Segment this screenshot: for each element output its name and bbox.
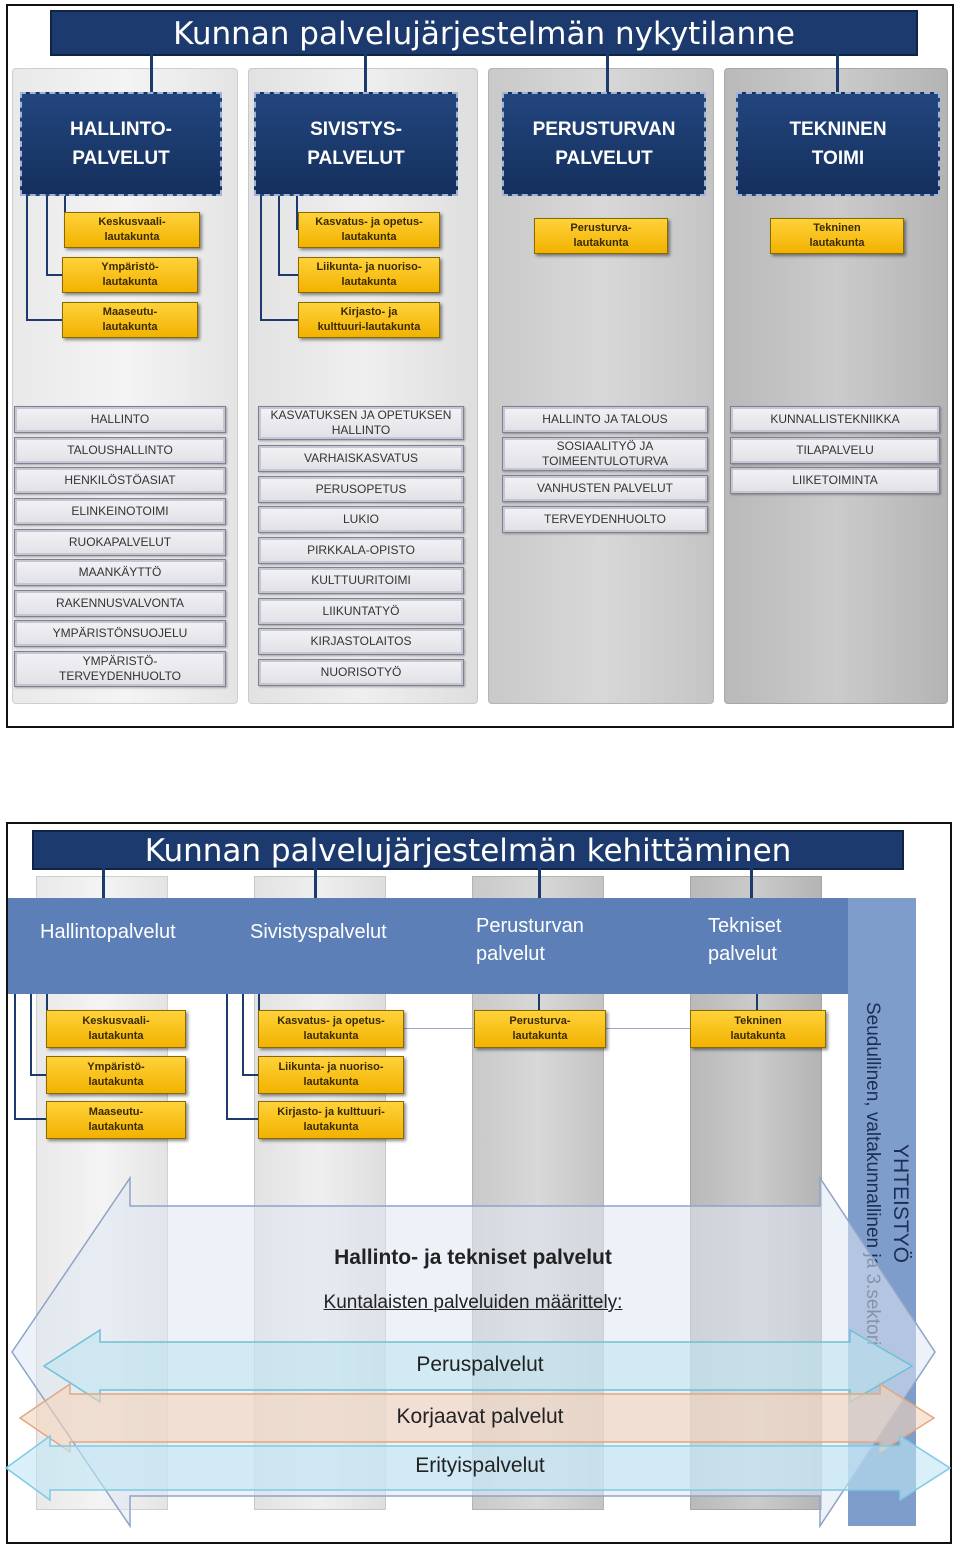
board-kasvatus-opetus: Kasvatus- ja opetus- lautakunta [258,1010,404,1048]
top-connector [364,54,367,92]
board-maaseutulautakunta: Maaseutu- lautakunta [46,1101,186,1139]
center-subtitle: Kuntalaisten palveluiden määrittely: [323,1292,623,1313]
service-item: LUKIO [258,506,464,533]
board-kirjasto-kulttuuri: Kirjasto- ja kulttuuri-lautakunta [298,302,440,338]
tree-line [756,994,758,1010]
label-korjaavat-palvelut: Korjaavat palvelut [396,1405,564,1428]
bottom-connector [750,868,753,898]
dept-hallintopalvelut: HALLINTO- PALVELUT [20,92,222,196]
service-item: VANHUSTEN PALVELUT [502,475,708,502]
board-ymparistolautakunta: Ympäristö- lautakunta [62,257,198,293]
tree-line [258,994,260,1024]
tree-line [404,1028,474,1029]
tree-line [606,1028,690,1029]
board-liikunta-nuoriso: Liikunta- ja nuoriso- lautakunta [298,257,440,293]
tree-line [538,994,540,1010]
bottom-title: Kunnan palvelujärjestelmän kehittäminen [32,830,904,870]
board-keskusvaalilautakunta: Keskusvaali- lautakunta [46,1010,186,1048]
top-connector [150,54,153,92]
service-item: HENKILÖSTÖASIAT [14,467,226,494]
board-kasvatus-opetus: Kasvatus- ja opetus- lautakunta [298,212,440,248]
tree-line [26,196,28,321]
tree-line [296,196,298,230]
bottom-connector [102,868,105,898]
service-item: LIIKETOIMINTA [730,467,940,494]
board-maaseutulautakunta: Maaseutu- lautakunta [62,302,198,338]
label-sivistyspalvelut: Sivistyspalvelut [250,921,387,943]
service-item: PIRKKALA-OPISTO [258,537,464,564]
tree-line [226,1118,258,1120]
tree-line [26,319,62,321]
service-item: HALLINTO JA TALOUS [502,406,708,433]
top-connector [606,54,609,92]
service-item: ELINKEINOTOIMI [14,498,226,525]
label-perusturvan-palvelut: Perusturvan palvelut [476,915,584,965]
tree-line [242,1074,258,1076]
tree-line [260,196,262,321]
service-item: NUORISOTYÖ [258,659,464,686]
board-tekninen-lautakunta: Tekninen lautakunta [770,218,904,254]
tree-line [278,196,280,276]
top-title: Kunnan palvelujärjestelmän nykytilanne [50,10,918,56]
dept-perusturvan-palvelut: PERUSTURVAN PALVELUT [502,92,706,196]
tree-line [226,994,228,1120]
tree-line [46,196,48,276]
tree-line [242,994,244,1076]
top-connector [836,54,839,92]
service-item: VARHAISKASVATUS [258,445,464,472]
center-title: Hallinto- ja tekniset palvelut [334,1246,612,1269]
board-tekninen-lautakunta: Tekninen lautakunta [690,1010,826,1048]
service-item: YMPÄRISTÖ- TERVEYDENHUOLTO [14,651,226,687]
board-ymparistolautakunta: Ympäristö- lautakunta [46,1056,186,1094]
bottom-connector [314,868,317,898]
board-perusturvalautakunta: Perusturva- lautakunta [474,1010,606,1048]
label-tekniset-palvelut: Tekniset palvelut [708,915,782,965]
service-item: YMPÄRISTÖNSUOJELU [14,620,226,647]
dept-tekninen-toimi: TEKNINEN TOIMI [736,92,940,196]
departments-bar [8,898,848,994]
label-peruspalvelut: Peruspalvelut [416,1353,544,1376]
board-perusturvalautakunta: Perusturva- lautakunta [534,218,668,254]
service-item: SOSIAALITYÖ JA TOIMEENTULOTURVA [502,437,708,471]
tree-line [30,1074,46,1076]
board-kirjasto-kulttuuri: Kirjasto- ja kulttuuri- lautakunta [258,1101,404,1139]
service-item: KULTTUURITOIMI [258,567,464,594]
service-item: KIRJASTOLAITOS [258,628,464,655]
cooperation-title: YHTEISTYÖ [889,1144,912,1264]
bottom-connector [538,868,541,898]
service-item: TILAPALVELU [730,437,940,464]
service-item: HALLINTO [14,406,226,433]
service-item: KUNNALLISTEKNIIKKA [730,406,940,433]
service-item: RAKENNUSVALVONTA [14,590,226,617]
cooperation-subtitle: Seudullinen, valtakunnallinen ja 3.sekto… [862,1002,883,1346]
tree-line [260,319,298,321]
tree-line [14,1118,46,1120]
tree-line [30,994,32,1076]
service-item: KASVATUKSEN JA OPETUKSEN HALLINTO [258,406,464,440]
tree-line [46,994,48,1024]
dept-sivistyspalvelut: SIVISTYS- PALVELUT [254,92,458,196]
board-keskusvaalilautakunta: Keskusvaali- lautakunta [64,212,200,248]
service-item: TALOUSHALLINTO [14,437,226,464]
tree-line [278,274,298,276]
label-hallintopalvelut: Hallintopalvelut [40,921,176,943]
service-item: PERUSOPETUS [258,476,464,503]
tree-line [14,994,16,1120]
service-item: TERVEYDENHUOLTO [502,506,708,533]
service-item: RUOKAPALVELUT [14,529,226,556]
label-erityispalvelut: Erityispalvelut [415,1454,545,1477]
tree-line [46,274,62,276]
board-liikunta-nuoriso: Liikunta- ja nuoriso- lautakunta [258,1056,404,1094]
service-item: LIIKUNTATYÖ [258,598,464,625]
service-item: MAANKÄYTTÖ [14,559,226,586]
